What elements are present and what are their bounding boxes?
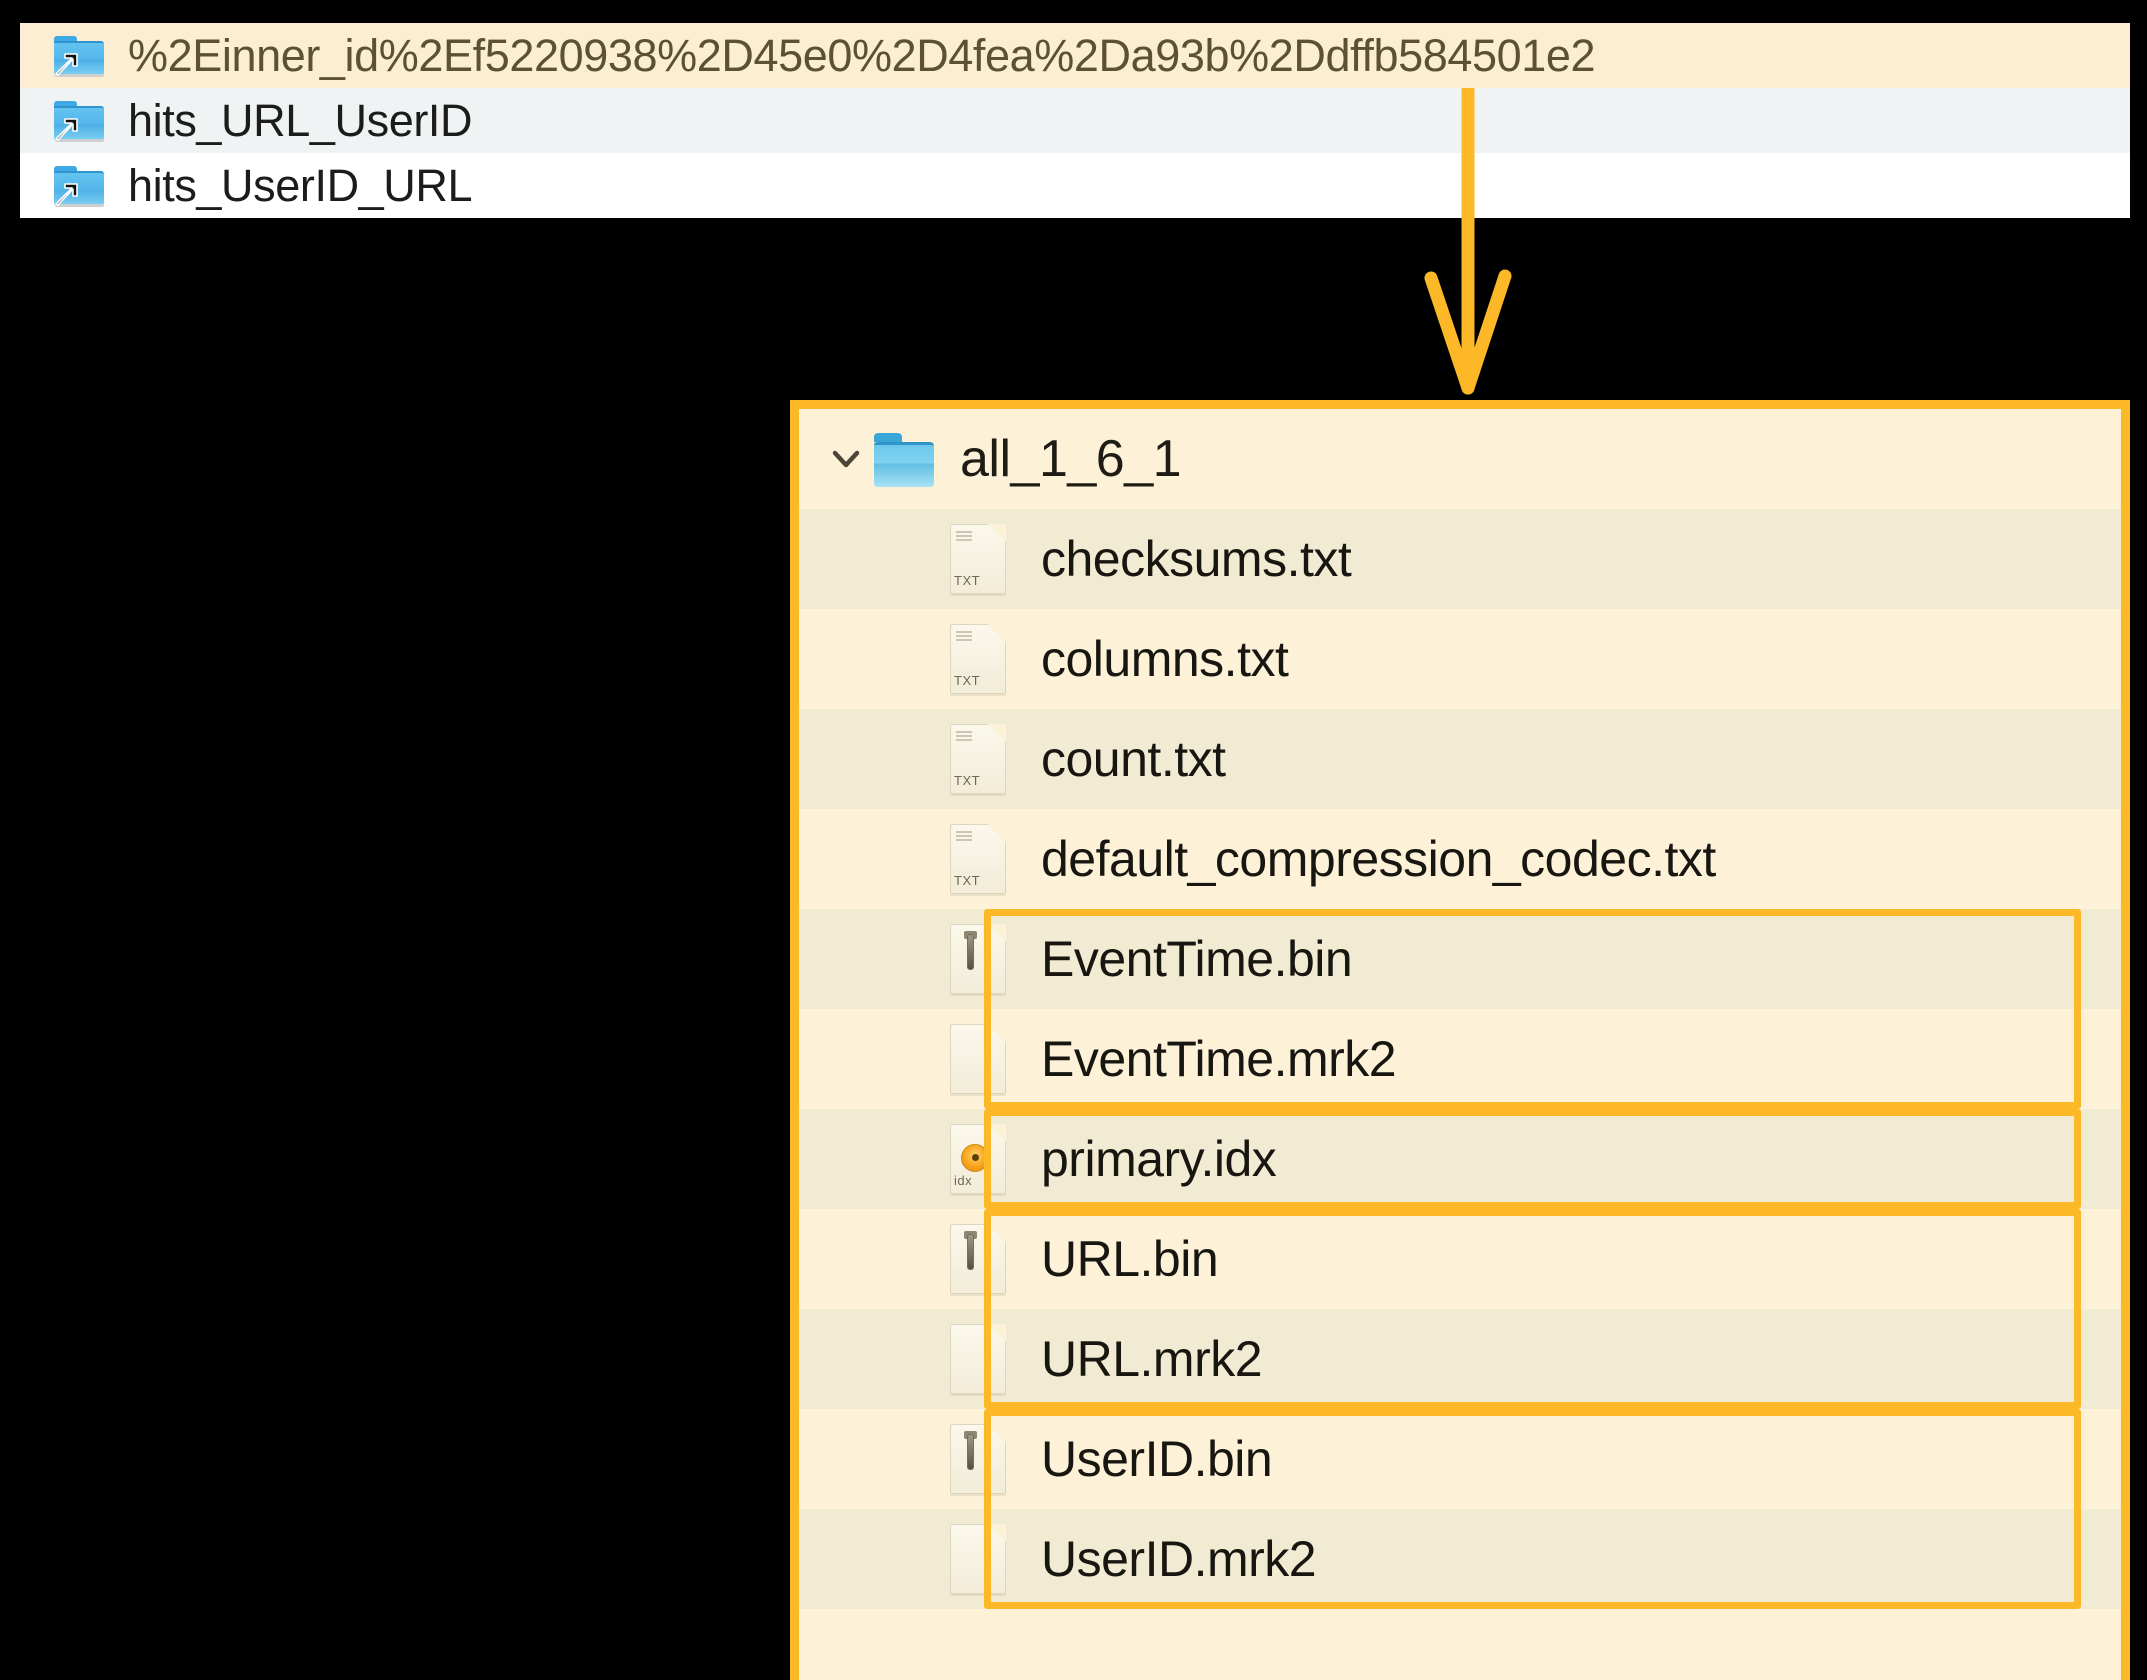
folder-open-icon bbox=[874, 433, 936, 487]
file-row[interactable]: UserID.mrk2 bbox=[799, 1509, 2121, 1609]
file-icon-tag: TXT bbox=[954, 773, 981, 788]
file-icon-tag: TXT bbox=[954, 873, 981, 888]
txt-file-icon: TXT bbox=[947, 524, 1009, 594]
folder-tree: all_1_6_1 TXT checksums.txt TXT columns.… bbox=[799, 409, 2121, 1609]
folder-symlink-icon bbox=[54, 99, 106, 143]
symlink-folder-list-panel: %2Einner_id%2Ef5220938%2D45e0%2D4fea%2Da… bbox=[20, 23, 2130, 218]
txt-file-icon: TXT bbox=[947, 824, 1009, 894]
expanded-folder-panel: all_1_6_1 TXT checksums.txt TXT columns.… bbox=[790, 400, 2130, 1680]
list-item-label: %2Einner_id%2Ef5220938%2D45e0%2D4fea%2Da… bbox=[128, 29, 1596, 81]
file-name-label: URL.mrk2 bbox=[1041, 1331, 1263, 1387]
file-name-label: UserID.bin bbox=[1041, 1431, 1273, 1487]
mrk-file-icon bbox=[947, 1024, 1009, 1094]
file-row[interactable]: URL.mrk2 bbox=[799, 1309, 2121, 1409]
file-row[interactable]: idx primary.idx bbox=[799, 1109, 2121, 1209]
mrk-file-icon bbox=[947, 1524, 1009, 1594]
list-item[interactable]: %2Einner_id%2Ef5220938%2D45e0%2D4fea%2Da… bbox=[20, 23, 2130, 88]
file-icon-tag: idx bbox=[954, 1173, 973, 1188]
file-row[interactable]: EventTime.mrk2 bbox=[799, 1009, 2121, 1109]
txt-file-icon: TXT bbox=[947, 724, 1009, 794]
file-name-label: primary.idx bbox=[1041, 1131, 1277, 1187]
file-icon-tag: TXT bbox=[954, 673, 981, 688]
folder-symlink-icon bbox=[54, 34, 106, 78]
file-row[interactable]: TXT columns.txt bbox=[799, 609, 2121, 709]
txt-file-icon: TXT bbox=[947, 624, 1009, 694]
bin-file-icon bbox=[947, 1424, 1009, 1494]
file-row[interactable]: URL.bin bbox=[799, 1209, 2121, 1309]
folder-row-all-1-6-1[interactable]: all_1_6_1 bbox=[799, 409, 2121, 509]
idx-file-icon: idx bbox=[947, 1124, 1009, 1194]
file-name-label: checksums.txt bbox=[1041, 531, 1352, 587]
file-name-label: EventTime.bin bbox=[1041, 931, 1353, 987]
file-row[interactable]: TXT count.txt bbox=[799, 709, 2121, 809]
bin-file-icon bbox=[947, 924, 1009, 994]
list-item[interactable]: hits_UserID_URL bbox=[20, 153, 2130, 218]
list-item-label: hits_URL_UserID bbox=[128, 94, 473, 146]
file-name-label: columns.txt bbox=[1041, 631, 1289, 687]
bin-file-icon bbox=[947, 1224, 1009, 1294]
file-row[interactable]: TXT checksums.txt bbox=[799, 509, 2121, 609]
file-name-label: default_compression_codec.txt bbox=[1041, 831, 1716, 887]
list-item[interactable]: hits_URL_UserID bbox=[20, 88, 2130, 153]
file-row[interactable]: TXT default_compression_codec.txt bbox=[799, 809, 2121, 909]
folder-symlink-icon bbox=[54, 164, 106, 208]
folder-name-label: all_1_6_1 bbox=[960, 430, 1182, 488]
file-name-label: UserID.mrk2 bbox=[1041, 1531, 1317, 1587]
file-row[interactable]: EventTime.bin bbox=[799, 909, 2121, 1009]
file-name-label: count.txt bbox=[1041, 731, 1226, 787]
chevron-down-icon[interactable] bbox=[824, 437, 868, 481]
file-icon-tag: TXT bbox=[954, 573, 981, 588]
file-row[interactable]: UserID.bin bbox=[799, 1409, 2121, 1509]
list-item-label: hits_UserID_URL bbox=[128, 159, 473, 211]
file-name-label: EventTime.mrk2 bbox=[1041, 1031, 1397, 1087]
file-name-label: URL.bin bbox=[1041, 1231, 1219, 1287]
mrk-file-icon bbox=[947, 1324, 1009, 1394]
